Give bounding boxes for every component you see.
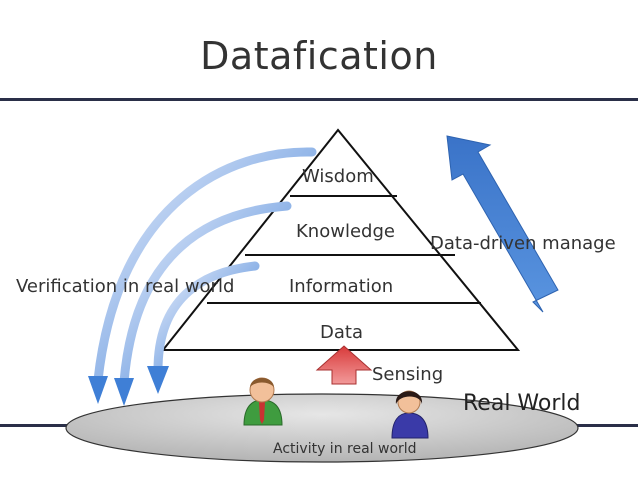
verification-arrows [88,147,317,406]
person-male-icon [243,377,283,426]
pyramid-level-information: Information [289,276,394,297]
pyramid-level-knowledge: Knowledge [296,221,395,242]
top-divider [0,98,638,101]
data-driven-arrow [446,135,559,313]
sensing-label: Sensing [372,364,444,385]
sensing-arrow [315,345,373,385]
activity-label: Activity in real world [273,441,417,457]
person-female-icon [391,390,429,439]
pyramid-level-data: Data [320,322,363,343]
data-driven-label: Data-driven manage [430,233,616,254]
real-world-ellipse [65,393,579,463]
real-world-label: Real World [463,391,581,416]
page-title: Datafication [200,34,438,78]
verification-label: Verification in real world [16,276,235,297]
pyramid-level-wisdom: Wisdom [302,166,374,187]
